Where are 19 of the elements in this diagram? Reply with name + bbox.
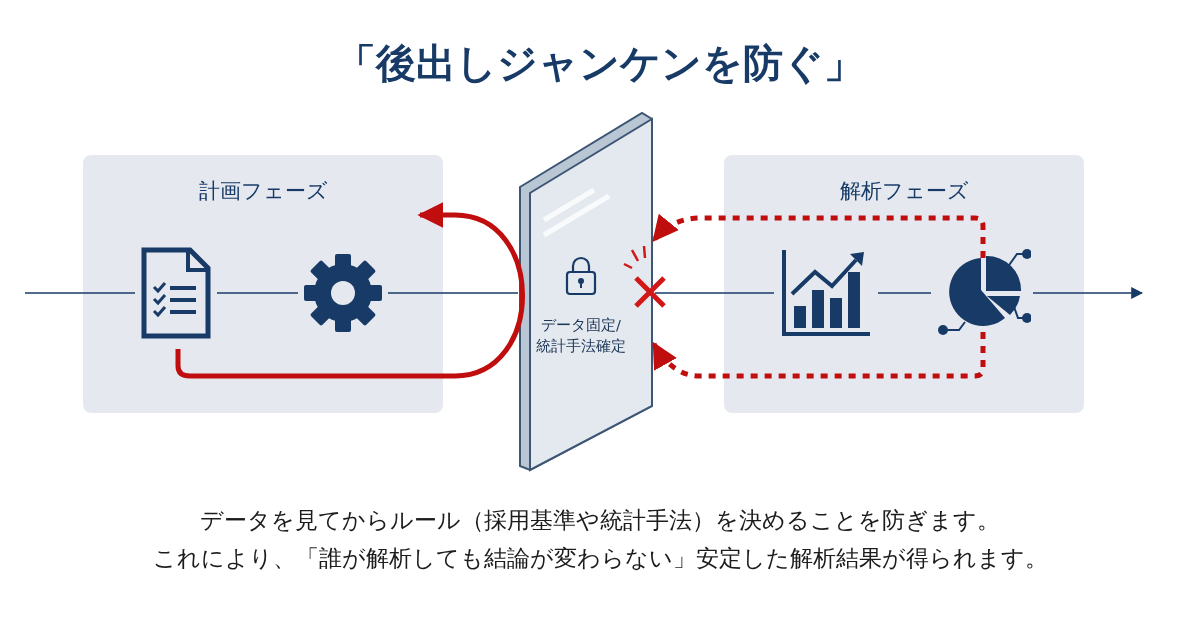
connector-line — [216, 292, 299, 294]
panel-text: データ固定/統計手法確定 — [535, 316, 627, 356]
note-text: データを見てからルール（採用基準や統計手法）を決めることを防ぎます。 — [199, 506, 1001, 535]
connector-line — [387, 292, 519, 294]
phase-heading: 計画フェーズ — [197, 178, 329, 205]
dotted-arrow — [652, 213, 986, 258]
phase-panel — [83, 155, 443, 413]
title: 「後出しジャンケンを防ぐ」 — [335, 39, 865, 88]
connector-line — [24, 292, 136, 294]
phase-panel — [724, 155, 1084, 413]
gear-icon — [303, 253, 383, 333]
phase-heading: 解析フェーズ — [838, 178, 970, 205]
bar-chart-icon — [780, 248, 872, 338]
connector-line — [877, 292, 932, 294]
connector-line — [654, 292, 775, 294]
dotted-arrow — [651, 332, 986, 379]
document-checklist-icon — [140, 247, 212, 339]
arrow — [1032, 287, 1144, 299]
note-text: これにより、「誰が解析しても結論が変わらない」安定した解析結果が得られます。 — [151, 544, 1049, 573]
